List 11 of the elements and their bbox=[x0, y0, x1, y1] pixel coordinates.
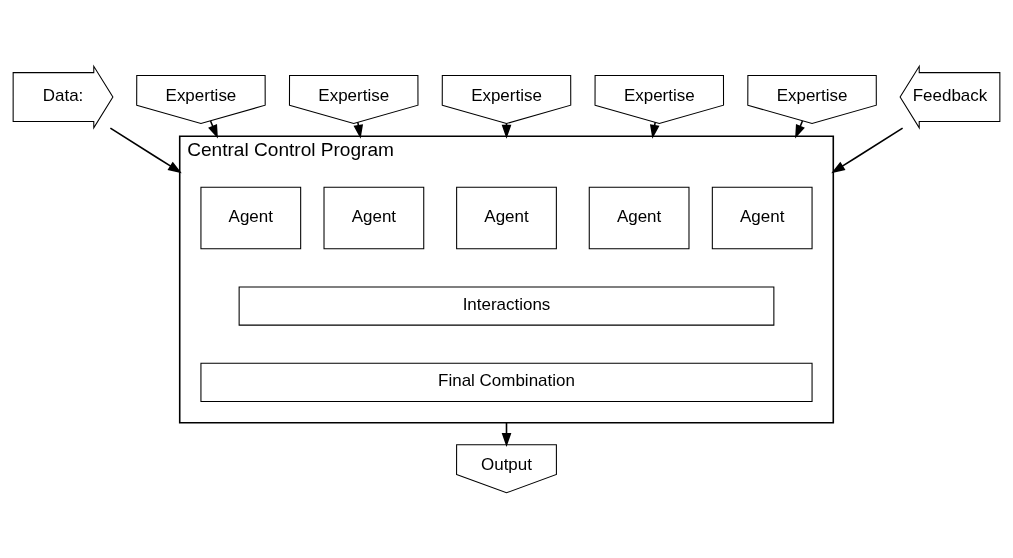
node-box: Final Combination bbox=[200, 362, 813, 402]
node-box: Agent bbox=[200, 186, 302, 249]
node-box: Agent bbox=[588, 186, 690, 249]
arrow bbox=[649, 121, 660, 139]
node-box: Agent bbox=[456, 186, 557, 249]
node-box: Agent bbox=[323, 186, 425, 249]
node-box: Interactions bbox=[238, 285, 775, 326]
arrow bbox=[353, 121, 364, 139]
arrow bbox=[831, 126, 904, 173]
node-box: Agent bbox=[711, 186, 813, 249]
arrow bbox=[109, 126, 182, 173]
